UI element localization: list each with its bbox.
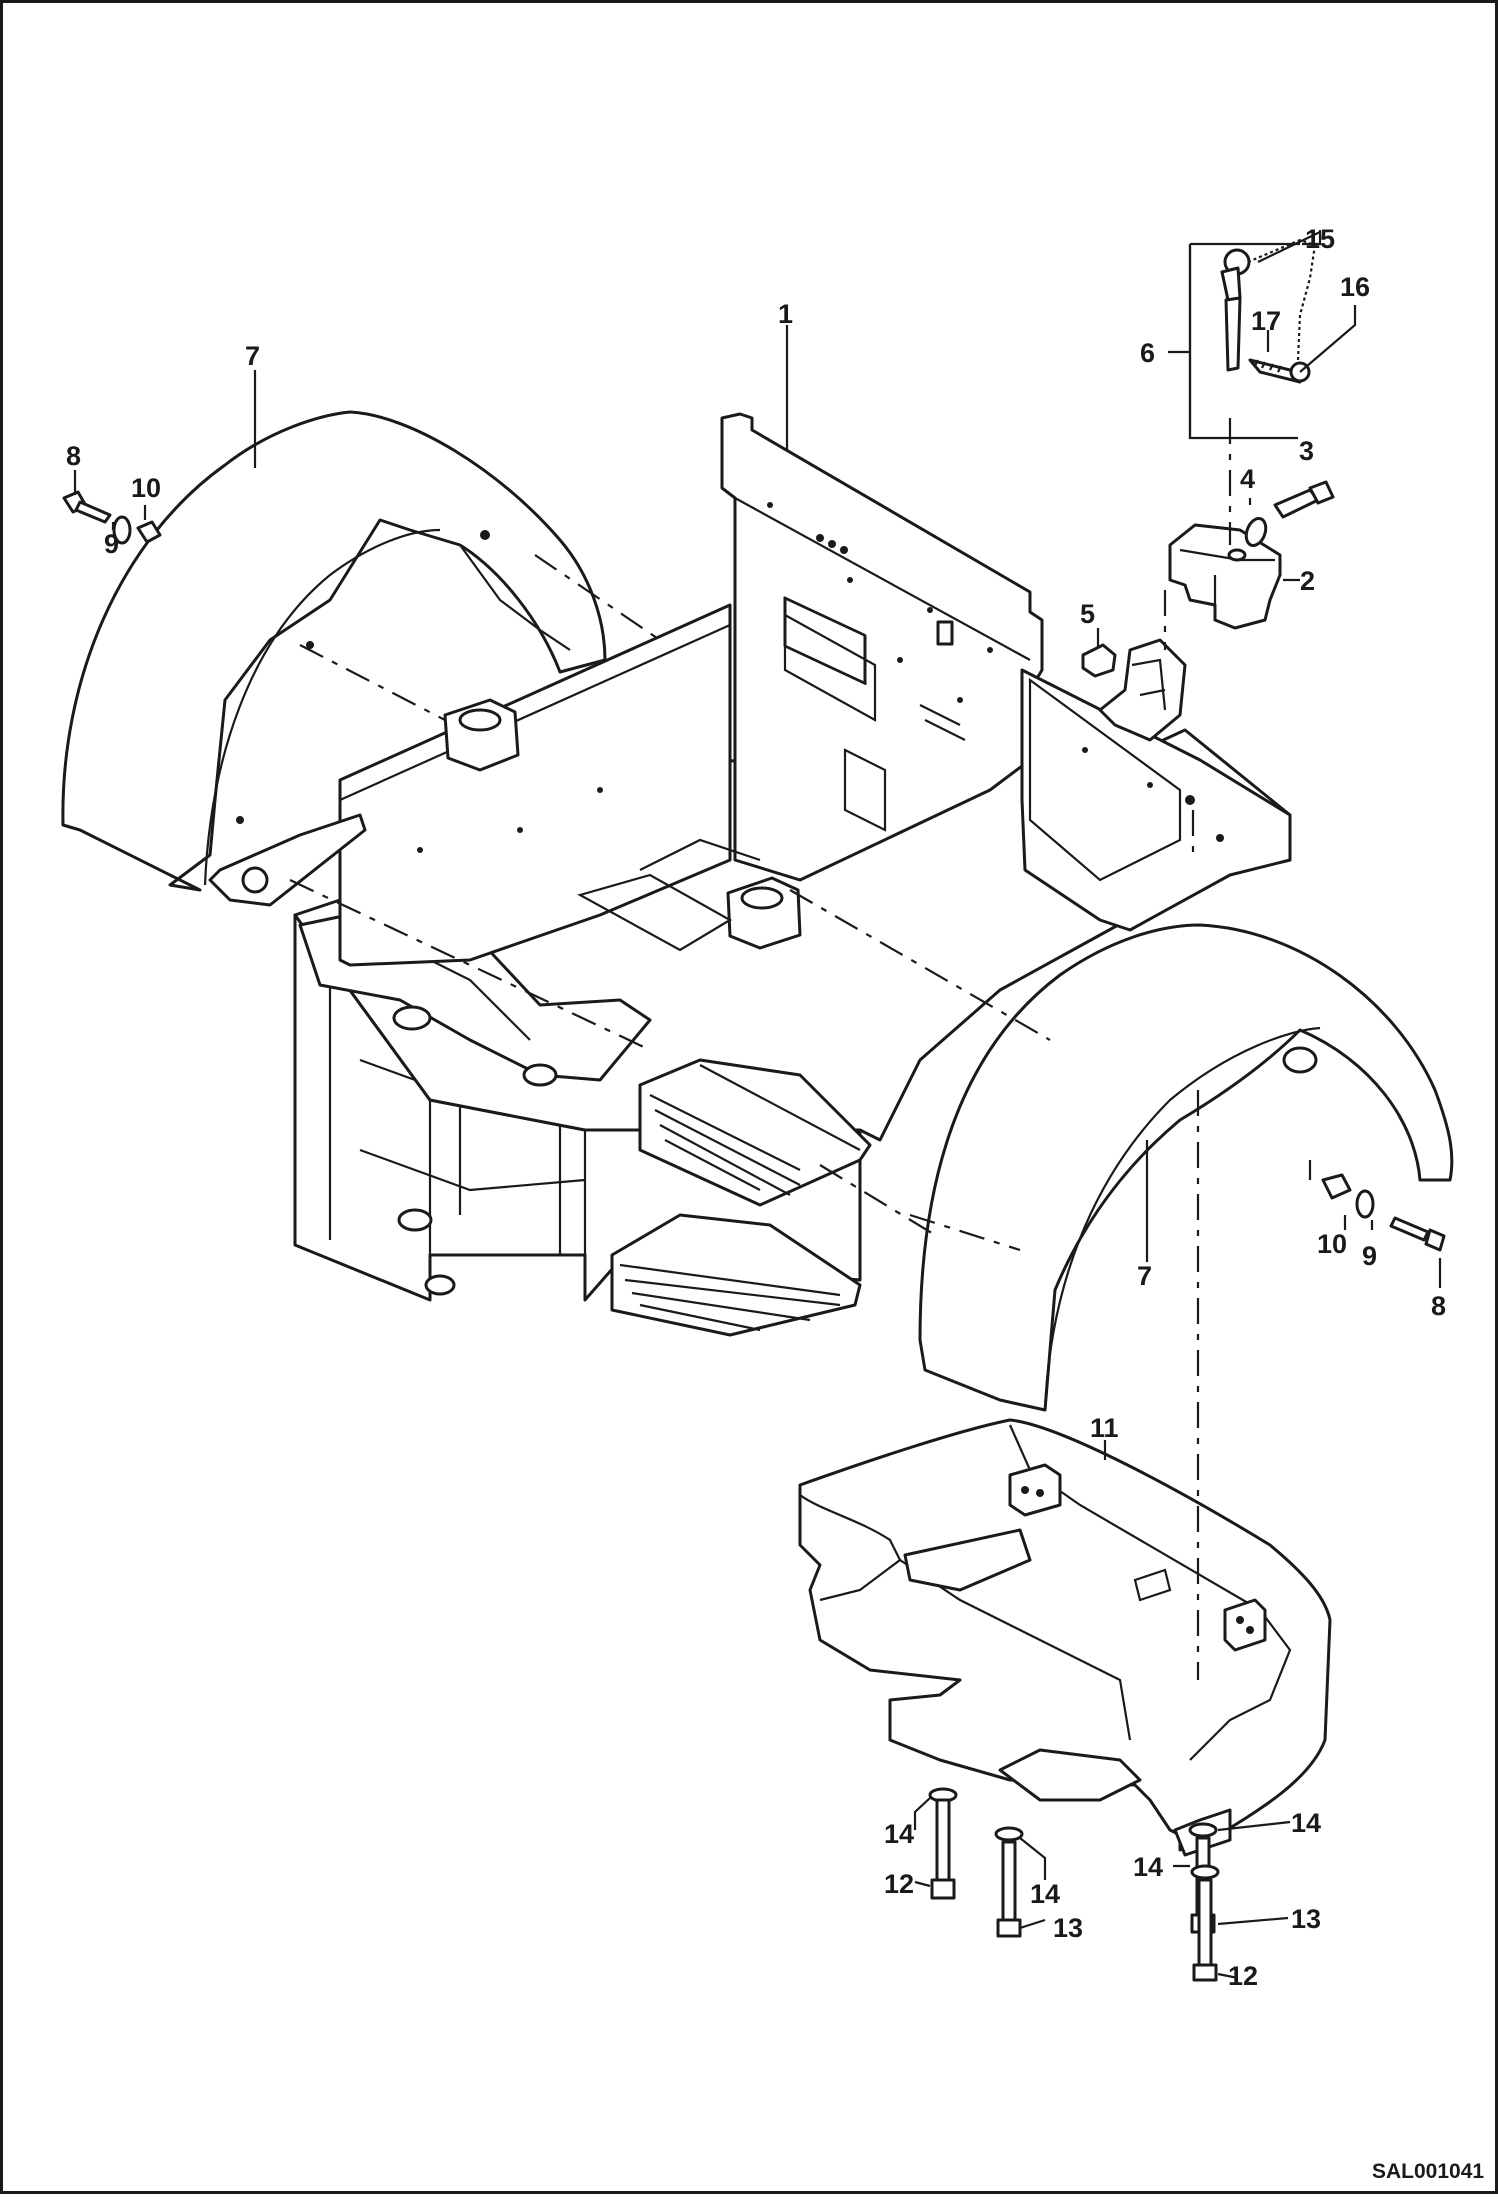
chassis-frame bbox=[293, 412, 1292, 1302]
leader-lines bbox=[73, 230, 1442, 1980]
callout-3: 3 bbox=[1299, 436, 1314, 466]
callout-10-left: 10 bbox=[131, 473, 161, 503]
callout-17: 17 bbox=[1251, 306, 1281, 336]
bolt-left bbox=[62, 490, 162, 545]
callout-14-d: 14 bbox=[1291, 1808, 1321, 1838]
callout-13-right: 13 bbox=[1291, 1904, 1321, 1934]
callout-4: 4 bbox=[1240, 464, 1255, 494]
fender-right bbox=[918, 923, 1454, 1412]
front-cover bbox=[798, 1418, 1332, 1857]
callout-9-right: 9 bbox=[1362, 1241, 1377, 1271]
drawing-code: SAL001041 bbox=[1372, 2160, 1484, 2183]
callout-6: 6 bbox=[1140, 338, 1155, 368]
callout-16: 16 bbox=[1340, 272, 1370, 302]
step-lower bbox=[610, 1213, 862, 1337]
bolt-right bbox=[1321, 1173, 1446, 1252]
callout-14-b: 14 bbox=[1030, 1879, 1060, 1909]
callout-14-c: 14 bbox=[1133, 1852, 1163, 1882]
step-upper bbox=[638, 1058, 872, 1207]
fender-left bbox=[61, 410, 607, 907]
callout-14-a: 14 bbox=[884, 1819, 914, 1849]
callout-11: 11 bbox=[1090, 1413, 1119, 1443]
callout-10-right: 10 bbox=[1317, 1229, 1347, 1259]
bolt-top-right bbox=[1244, 480, 1335, 548]
callout-9-left: 9 bbox=[104, 529, 119, 559]
hinge-block bbox=[1168, 523, 1282, 630]
callout-labels: 1 2 3 4 5 6 7 7 8 8 9 9 10 10 11 12 12 1… bbox=[66, 224, 1484, 2183]
callout-15: 15 bbox=[1305, 224, 1335, 254]
callout-8-left: 8 bbox=[66, 441, 81, 471]
nut-and-bracket bbox=[1081, 638, 1187, 742]
lynch-pin-assembly bbox=[1220, 238, 1317, 384]
bolt-lower-2 bbox=[994, 1826, 1024, 1938]
callout-8-right: 8 bbox=[1431, 1291, 1446, 1321]
callout-5: 5 bbox=[1080, 599, 1095, 629]
callout-12-right: 12 bbox=[1228, 1961, 1258, 1991]
callout-13-left: 13 bbox=[1053, 1913, 1083, 1943]
bolt-lower-4 bbox=[1190, 1864, 1220, 1982]
callout-2: 2 bbox=[1300, 566, 1315, 596]
assembly-lines bbox=[289, 418, 1312, 1680]
callout-12-left: 12 bbox=[884, 1869, 914, 1899]
callout-7-left: 7 bbox=[245, 341, 260, 371]
bolt-lower-1 bbox=[928, 1787, 958, 1900]
callout-1: 1 bbox=[778, 299, 793, 329]
callout-7-right: 7 bbox=[1137, 1261, 1152, 1291]
